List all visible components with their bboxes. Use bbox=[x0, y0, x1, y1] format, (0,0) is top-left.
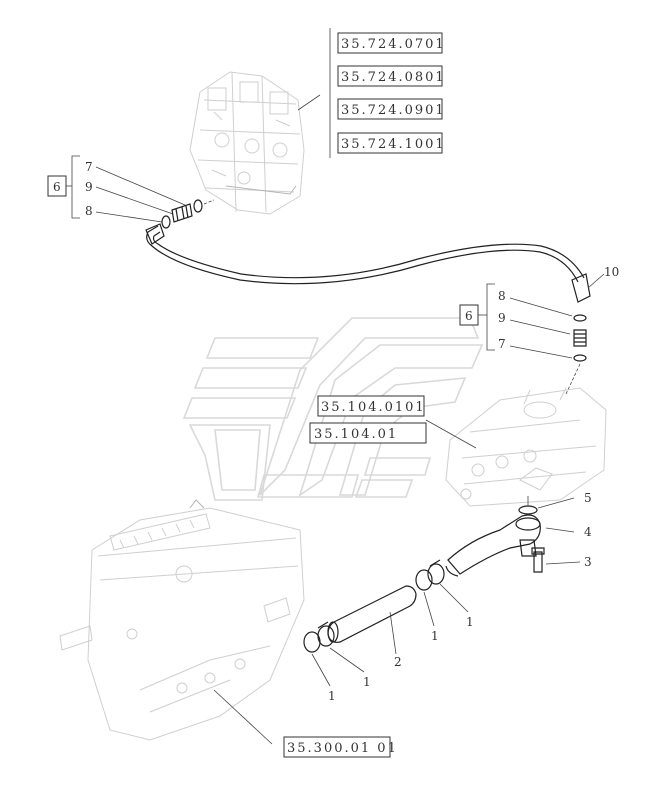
callout-8-right: 8 bbox=[498, 289, 506, 303]
callout-1-c: 1 bbox=[363, 675, 371, 689]
leader-5 bbox=[537, 497, 575, 509]
top-references bbox=[329, 28, 443, 158]
callout-4: 4 bbox=[584, 525, 592, 539]
callout-8-left: 8 bbox=[85, 204, 93, 218]
callout-5: 5 bbox=[584, 491, 592, 505]
upper-left-group bbox=[47, 155, 186, 223]
callout-9-left: 9 bbox=[85, 180, 93, 194]
pump-ghost bbox=[445, 387, 607, 507]
elbow-bolt bbox=[531, 547, 545, 573]
callout-7-left: 7 bbox=[85, 160, 93, 174]
leader-10 bbox=[587, 273, 605, 289]
callout-1-a: 1 bbox=[466, 615, 474, 629]
callout-1-d: 1 bbox=[328, 689, 336, 703]
group-label-6-right: 6 bbox=[465, 309, 473, 323]
leader-1b bbox=[423, 591, 435, 627]
control-valve-ghost bbox=[189, 71, 305, 215]
middle-references bbox=[309, 395, 427, 444]
hydraulic-hose bbox=[145, 223, 591, 303]
leader-1c bbox=[329, 647, 365, 673]
housing-leader bbox=[213, 689, 273, 745]
leader-3 bbox=[545, 561, 581, 565]
leader-1a bbox=[439, 583, 469, 613]
leader-2 bbox=[389, 611, 397, 655]
callout-2: 2 bbox=[394, 655, 402, 669]
right-group bbox=[459, 283, 573, 359]
leader-4 bbox=[545, 527, 575, 533]
leader-1d bbox=[311, 653, 331, 687]
right-fittings bbox=[565, 314, 587, 395]
ref-35-104-01[interactable]: 35.104.01 bbox=[314, 427, 398, 442]
hose-clamps bbox=[303, 559, 445, 653]
suction-elbow bbox=[445, 514, 541, 577]
suction-tube bbox=[327, 585, 417, 643]
group-label-6-left: 6 bbox=[53, 180, 61, 194]
housing-ghost bbox=[59, 499, 305, 741]
callout-7-right: 7 bbox=[498, 337, 506, 351]
ref-35-300-01-01[interactable]: 35.300.01 01 bbox=[287, 741, 398, 756]
valve-leader bbox=[297, 94, 321, 111]
bottom-reference-box bbox=[283, 736, 391, 758]
ref-35-724-1001[interactable]: 35.724.1001 bbox=[341, 137, 446, 152]
ref-35-724-0701[interactable]: 35.724.0701 bbox=[341, 37, 446, 52]
callout-3: 3 bbox=[584, 555, 592, 569]
callout-10: 10 bbox=[604, 265, 619, 279]
left-fittings bbox=[161, 199, 215, 229]
elbow-oring bbox=[518, 496, 538, 515]
ref-35-724-0801[interactable]: 35.724.0801 bbox=[341, 70, 446, 85]
callout-1-b: 1 bbox=[431, 629, 439, 643]
ref-35-104-0101[interactable]: 35.104.0101 bbox=[321, 400, 426, 415]
callout-9-right: 9 bbox=[498, 311, 506, 325]
pump-leader bbox=[425, 419, 477, 449]
watermark-logo bbox=[182, 317, 484, 501]
ref-35-724-0901[interactable]: 35.724.0901 bbox=[341, 103, 446, 118]
